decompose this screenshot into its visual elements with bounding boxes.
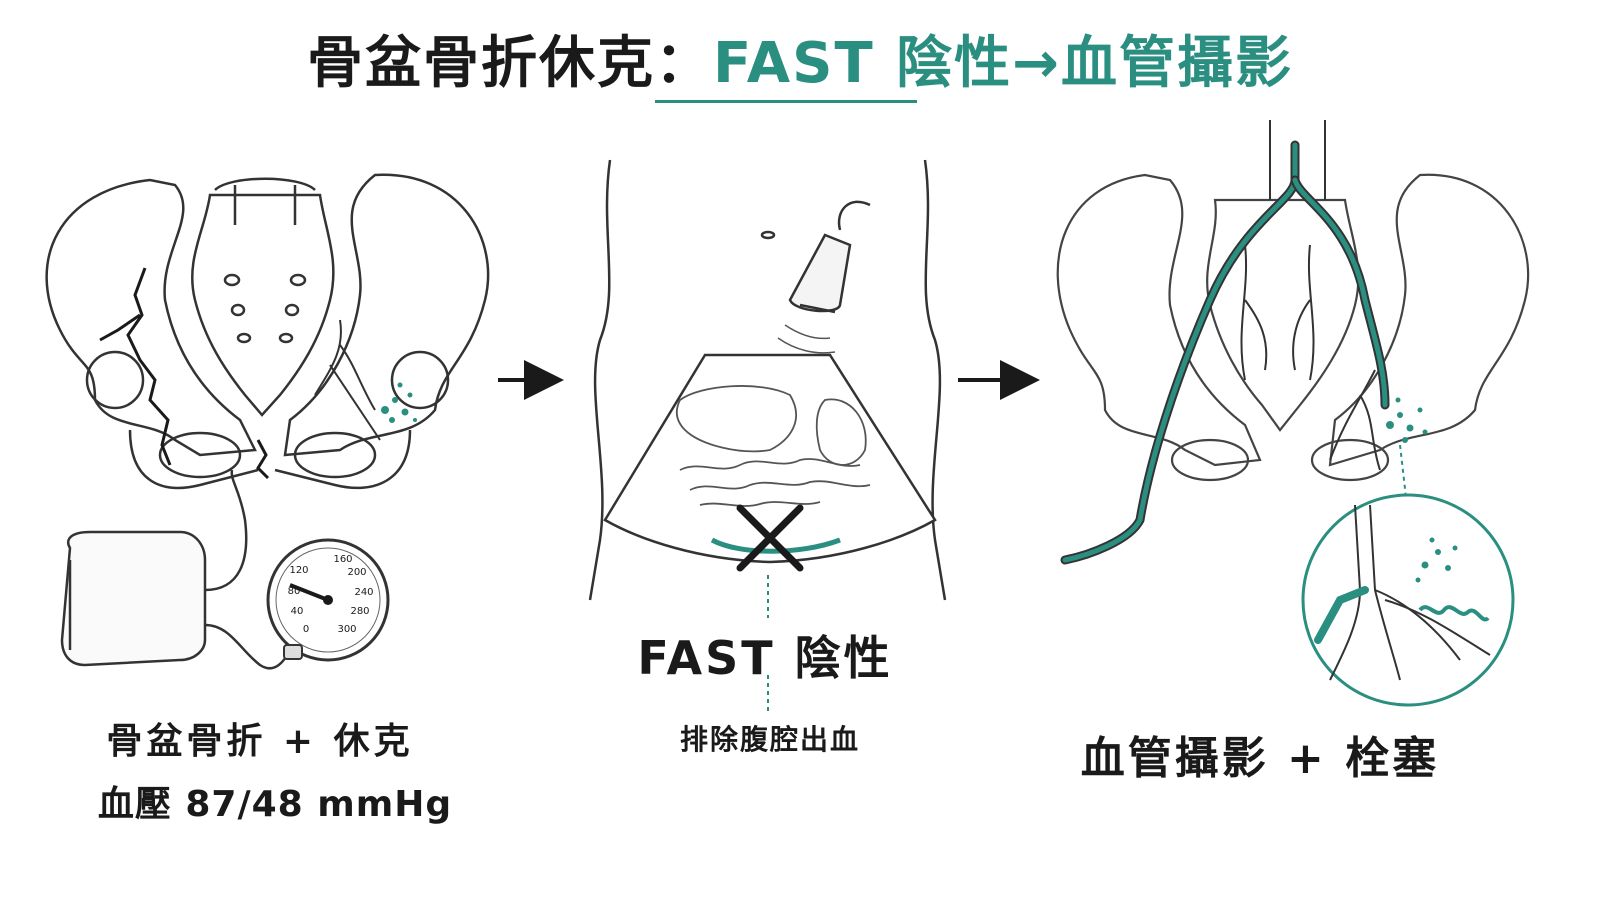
bleed-spray-right bbox=[1386, 397, 1428, 443]
title-underline bbox=[655, 100, 917, 103]
pelvic-fracture-shock-label: 骨盆骨折 + 休克 bbox=[106, 721, 414, 762]
arterial-tree bbox=[1240, 120, 1381, 471]
gauge-tick: 280 bbox=[350, 606, 369, 617]
gauge-tick: 80 bbox=[288, 586, 301, 597]
inset-catheter bbox=[1314, 586, 1369, 644]
gauge-tick-labels: 0 40 80 120 160 200 240 280 300 bbox=[288, 554, 374, 635]
fast-negative-label: FAST 陰性 bbox=[637, 631, 893, 685]
gauge-tick: 240 bbox=[354, 587, 373, 598]
ultrasound-probe-icon bbox=[788, 200, 871, 314]
gauge-tick: 120 bbox=[289, 565, 308, 576]
blood-pressure-label: 血壓 87/48 mmHg bbox=[97, 784, 453, 825]
angiography-embolization-label: 血管攝影 + 栓塞 bbox=[1080, 733, 1440, 784]
pressure-gauge: 0 40 80 120 160 200 240 280 300 bbox=[266, 538, 390, 662]
page-title: 骨盆骨折休克：FAST 陰性→血管攝影 bbox=[0, 18, 1600, 99]
gauge-tick: 200 bbox=[347, 567, 366, 578]
ultrasound-fan-view bbox=[603, 353, 937, 564]
gauge-tick: 300 bbox=[337, 624, 356, 635]
pelvic-fluid-area bbox=[710, 537, 841, 554]
bleed-spray-left bbox=[381, 382, 417, 423]
inset-bleed-spray bbox=[1415, 537, 1458, 583]
catheter-line bbox=[1060, 140, 1390, 565]
title-main: 骨盆骨折休克： bbox=[306, 31, 713, 96]
rule-out-abdominal-bleed-label: 排除腹腔出血 bbox=[679, 723, 860, 756]
blood-pressure-cuff bbox=[60, 469, 292, 670]
gauge-tick: 160 bbox=[333, 554, 352, 565]
pelvis-angiography-illustration bbox=[1056, 173, 1530, 482]
ultrasound-waves bbox=[777, 324, 836, 354]
title-accent: FAST 陰性→血管攝影 bbox=[712, 31, 1294, 96]
fracture-lines bbox=[99, 267, 270, 480]
bleeding-vessel-left bbox=[314, 319, 381, 441]
gauge-tick: 40 bbox=[291, 606, 304, 617]
abdomen-outline bbox=[588, 159, 947, 601]
embolization-coil-icon bbox=[1418, 605, 1490, 622]
no-fluid-x-icon bbox=[736, 504, 804, 572]
fractured-pelvis-illustration bbox=[45, 173, 490, 490]
title-text: 骨盆骨折休克：FAST 陰性→血管攝影 bbox=[307, 31, 1293, 96]
gauge-tick: 0 bbox=[303, 624, 309, 635]
embolization-zoom-inset bbox=[1301, 493, 1515, 707]
